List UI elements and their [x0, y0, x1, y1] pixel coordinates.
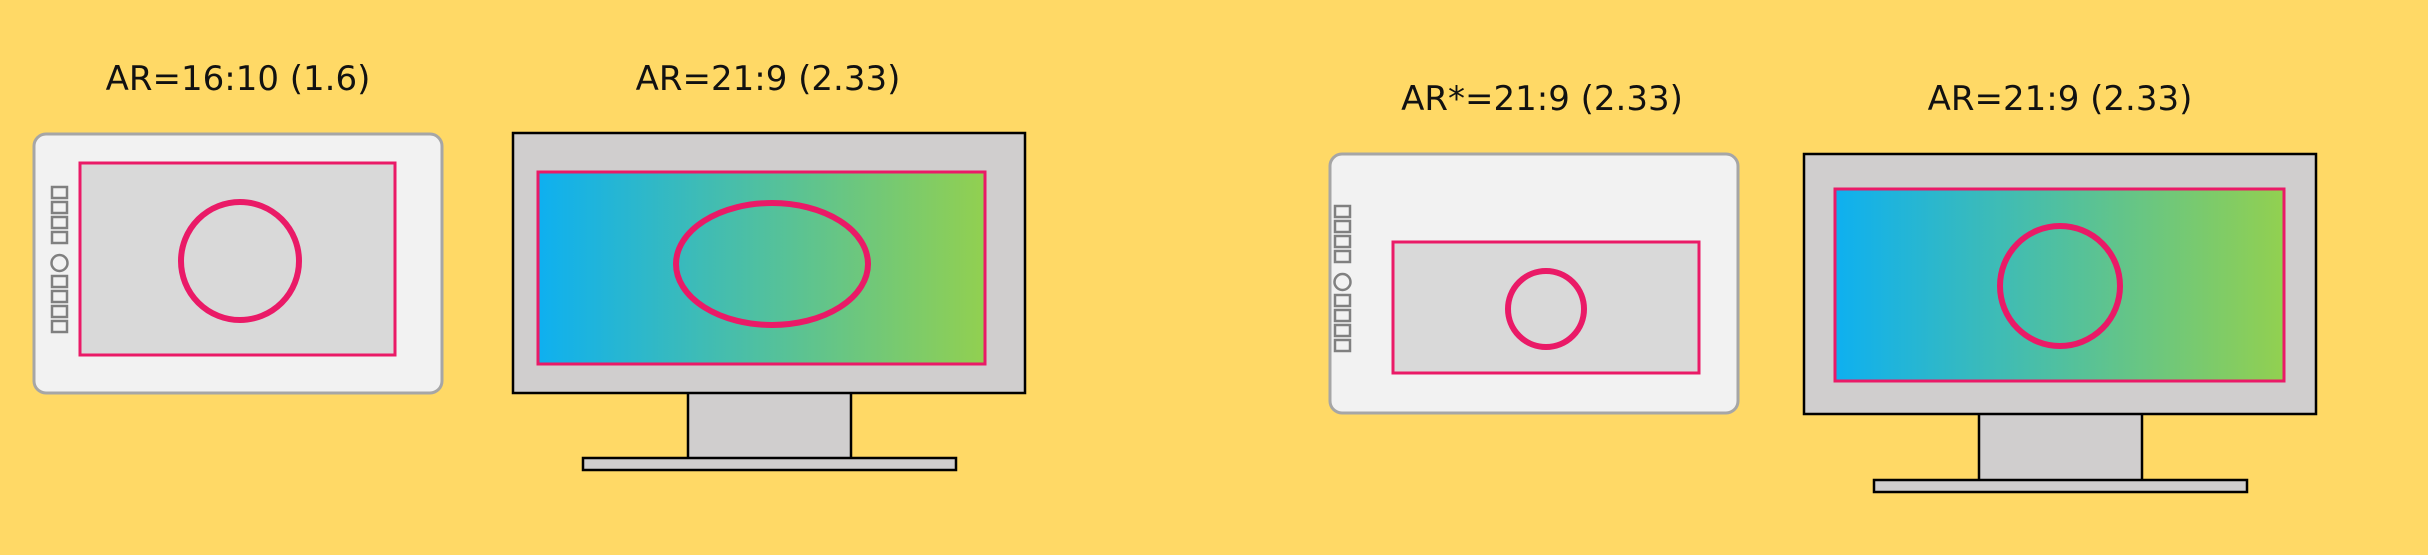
circle-shape [1997, 223, 2123, 349]
stretched-ellipse-shape [673, 200, 871, 328]
monitor-stand-base [1872, 478, 2249, 494]
circle-shape [178, 199, 302, 323]
monitor-stand-neck [686, 390, 853, 462]
monitor-stand-neck [1977, 411, 2144, 483]
monitor-right-aspect-label: AR=21:9 (2.33) [1927, 79, 2193, 119]
monitor-right [1802, 152, 2318, 494]
circle-shape [1505, 268, 1587, 350]
tablet-left-aspect-label: AR=16:10 (1.6) [105, 59, 371, 99]
tablet-active-area [1391, 240, 1701, 375]
tablet-right-aspect-label: AR*=21:9 (2.33) [1401, 79, 1683, 119]
monitor-left-aspect-label: AR=21:9 (2.33) [635, 59, 901, 99]
monitor-screen [1833, 187, 2286, 383]
tablet-buttons [1333, 204, 1352, 353]
monitor-left [511, 131, 1027, 472]
monitor-stand-base [581, 456, 958, 472]
tablet-left [32, 132, 444, 395]
tablet-buttons [50, 185, 69, 334]
tablet-active-area [78, 161, 397, 357]
tablet-right [1328, 152, 1740, 415]
